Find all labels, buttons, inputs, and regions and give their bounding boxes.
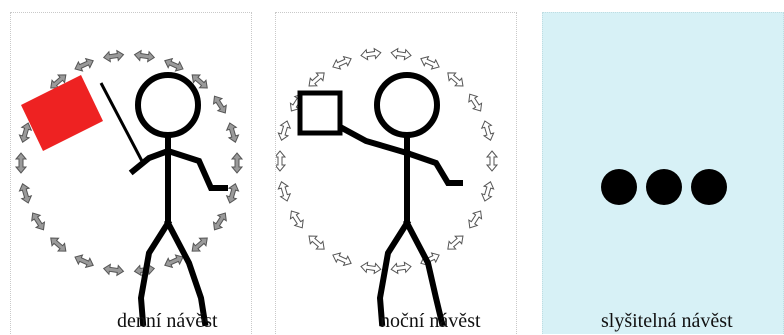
double-arrow-icon (445, 69, 467, 90)
double-arrow-icon (360, 48, 381, 61)
double-arrow-icon (480, 180, 495, 202)
double-arrow-icon (466, 208, 485, 230)
double-arrow-icon (210, 210, 229, 232)
double-arrow-icon (103, 50, 124, 63)
double-arrow-icon (306, 69, 328, 90)
sound-dot-2 (646, 169, 682, 205)
lantern-icon (300, 93, 340, 133)
day-signal-figure (11, 13, 253, 335)
day-signal-panel: denní návěst (10, 12, 252, 334)
stick-figure (342, 75, 460, 323)
double-arrow-icon (16, 153, 26, 173)
double-arrow-icon (277, 120, 292, 142)
double-arrow-icon (360, 262, 381, 275)
night-signal-panel: noční návěst (275, 12, 517, 334)
double-arrow-icon (189, 234, 211, 255)
double-arrow-icon (28, 210, 47, 232)
sound-dot-3 (691, 169, 727, 205)
double-arrow-icon (480, 120, 495, 142)
double-arrow-icon (103, 264, 124, 277)
sound-signal-panel: slyšitelná návěst (542, 12, 784, 334)
night-signal-caption: noční návěst (380, 309, 481, 333)
sound-signal-caption: slyšitelná návěst (601, 309, 733, 333)
double-arrow-icon (73, 253, 95, 270)
double-arrow-icon (73, 56, 95, 73)
night-signal-figure (276, 13, 518, 335)
double-arrow-icon (487, 151, 497, 171)
double-arrow-icon (331, 251, 353, 268)
double-arrow-icon (390, 262, 411, 275)
double-arrow-icon (419, 54, 441, 71)
motion-arrows-circle (16, 50, 242, 277)
double-arrow-icon (18, 182, 33, 204)
double-arrow-icon (466, 91, 485, 113)
red-flag (21, 75, 103, 151)
double-arrow-icon (232, 153, 242, 173)
double-arrow-icon (47, 234, 69, 255)
sound-dot-1 (601, 169, 637, 205)
double-arrow-icon (331, 54, 353, 71)
double-arrow-icon (163, 56, 185, 73)
stick-figure (133, 75, 225, 323)
double-arrow-icon (210, 93, 229, 115)
double-arrow-icon (390, 48, 411, 61)
day-signal-caption: denní návěst (117, 309, 218, 333)
double-arrow-icon (277, 180, 292, 202)
sound-signal-figure (543, 13, 784, 335)
double-arrow-icon (225, 122, 240, 144)
double-arrow-icon (134, 50, 155, 63)
double-arrow-icon (276, 151, 285, 171)
double-arrow-icon (306, 232, 328, 253)
double-arrow-icon (445, 232, 467, 253)
double-arrow-icon (287, 208, 306, 230)
